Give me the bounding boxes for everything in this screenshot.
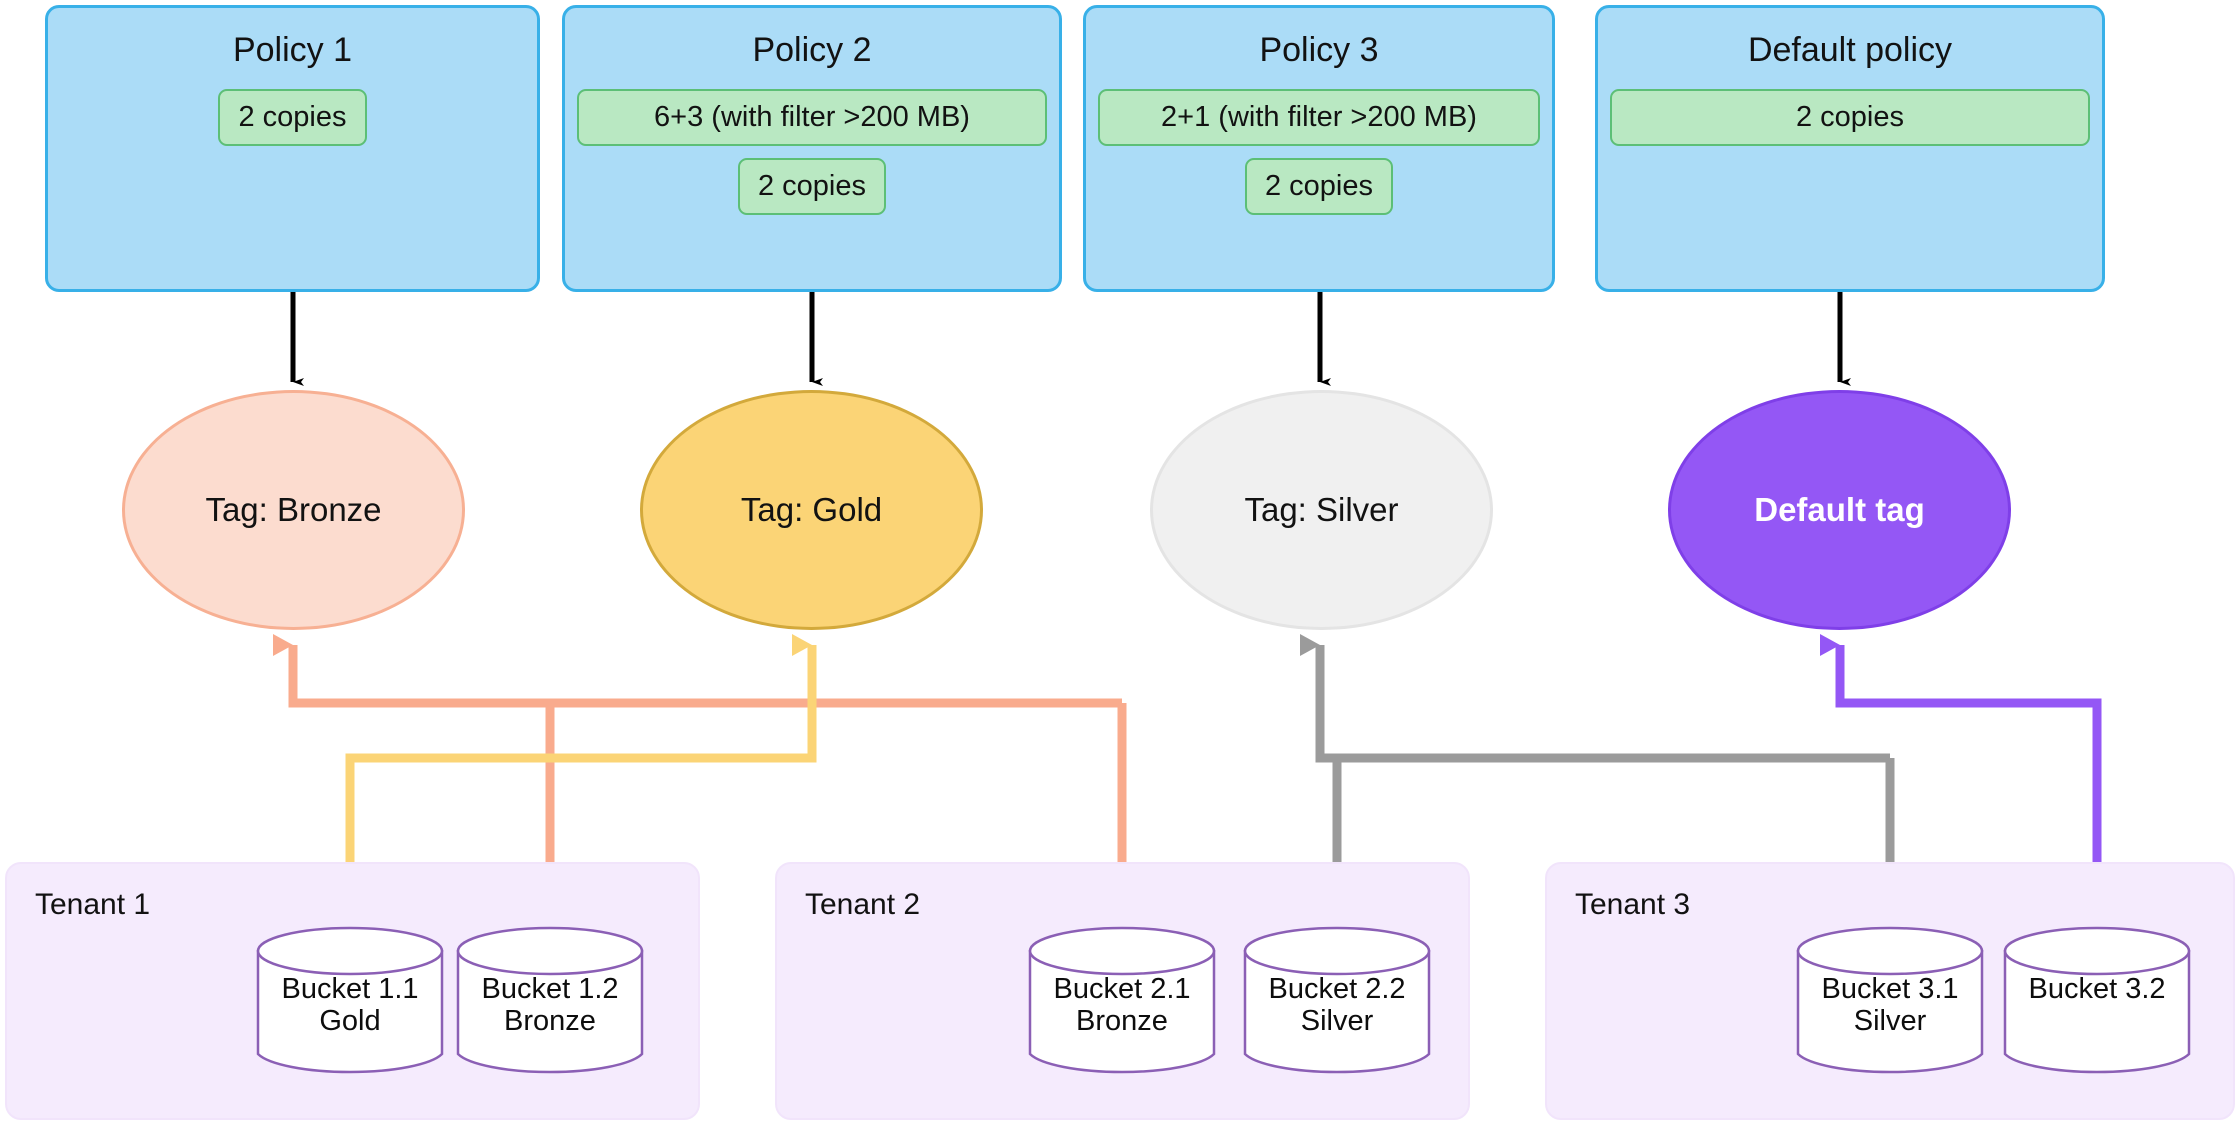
policy-title: Policy 3: [1259, 31, 1379, 69]
cylinder-icon: [456, 926, 644, 1074]
bucket-3-1[interactable]: Bucket 3.1 Silver: [1795, 925, 1985, 1080]
policy-title: Policy 2: [752, 31, 872, 69]
policy-pill: 2 copies: [1244, 157, 1393, 215]
connector-bucket11-to-gold: [345, 634, 817, 930]
policy-pill: 2 copies: [1610, 88, 2090, 146]
tag-label: Tag: Silver: [1244, 491, 1399, 528]
tenant-label: Tenant 1: [35, 888, 151, 921]
cylinder-icon: [1796, 926, 1984, 1074]
tag-ellipse-gold[interactable]: Tag: Gold: [640, 390, 983, 630]
bucket-3-2[interactable]: Bucket 3.2: [2002, 925, 2192, 1080]
cylinder-icon: [2003, 926, 2191, 1074]
cylinder-icon: [1243, 926, 1431, 1074]
tenant-label: Tenant 3: [1575, 888, 1691, 921]
policy-pill: 6+3 (with filter >200 MB): [577, 88, 1047, 146]
tag-ellipse-silver[interactable]: Tag: Silver: [1150, 390, 1493, 630]
policy-pill: 2 copies: [737, 157, 886, 215]
connector-bronze-trunk: [273, 634, 1122, 708]
tag-label: Tag: Bronze: [205, 491, 382, 528]
bucket-2-1[interactable]: Bucket 2.1 Bronze: [1027, 925, 1217, 1080]
policy-box-3[interactable]: Policy 3 2+1 (with filter >200 MB) 2 cop…: [1083, 5, 1555, 292]
tag-ellipse-default[interactable]: Default tag: [1668, 390, 2011, 630]
cylinder-icon: [256, 926, 444, 1074]
tag-ellipse-bronze[interactable]: Tag: Bronze: [122, 390, 465, 630]
tag-label: Tag: Gold: [740, 491, 883, 528]
policy-pill: 2+1 (with filter >200 MB): [1098, 88, 1540, 146]
bucket-1-2[interactable]: Bucket 1.2 Bronze: [455, 925, 645, 1080]
connector-bucket32-to-defaulttag: [1820, 634, 2102, 930]
policy-pill: 2 copies: [218, 88, 367, 146]
cylinder-icon: [1028, 926, 1216, 1074]
policy-title: Default policy: [1747, 31, 1953, 69]
tag-label: Default tag: [1754, 491, 1925, 528]
policy-box-4[interactable]: Default policy 2 copies: [1595, 5, 2105, 292]
tenant-label: Tenant 2: [805, 888, 921, 921]
bucket-2-2[interactable]: Bucket 2.2 Silver: [1242, 925, 1432, 1080]
bucket-1-1[interactable]: Bucket 1.1 Gold: [255, 925, 445, 1080]
policy-title: Policy 1: [232, 31, 353, 69]
policy-box-1[interactable]: Policy 1 2 copies: [45, 5, 540, 292]
policy-box-2[interactable]: Policy 2 6+3 (with filter >200 MB) 2 cop…: [562, 5, 1062, 292]
connector-silver-trunk: [1300, 634, 1890, 763]
